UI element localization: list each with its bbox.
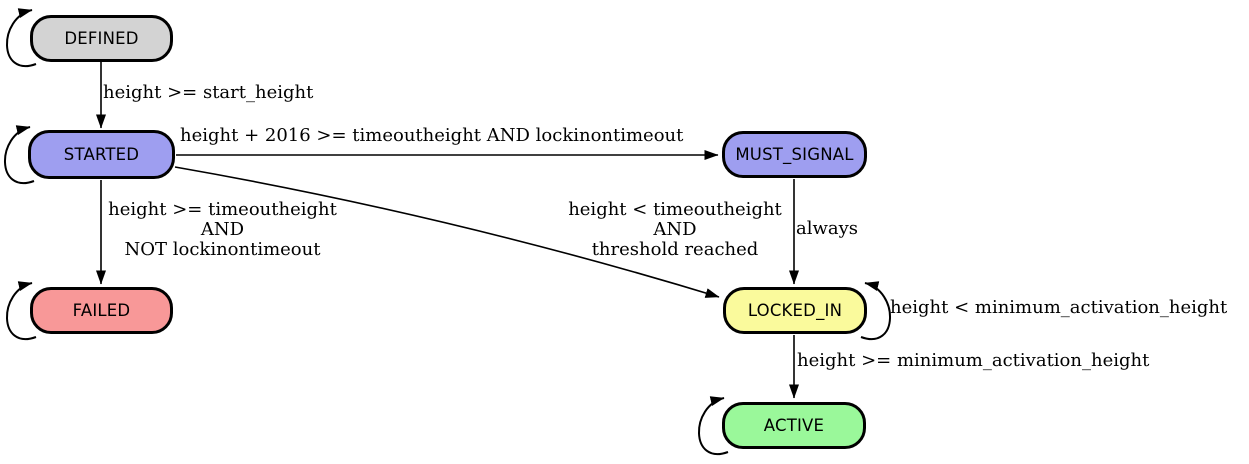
edge-label-timeout-lockin: height + 2016 >= timeoutheight AND locki… — [180, 125, 684, 146]
state-node-defined: DEFINED — [30, 15, 173, 62]
self-loop-failed — [6, 281, 37, 341]
state-node-must-signal: MUST_SIGNAL — [722, 131, 867, 178]
self-loop-defined — [6, 8, 37, 68]
edge-label-threshold-reached: height < timeoutheight AND threshold rea… — [568, 199, 782, 260]
state-label-defined: DEFINED — [64, 29, 139, 48]
state-label-failed: FAILED — [72, 301, 131, 320]
state-label-started: STARTED — [63, 145, 140, 164]
state-label-must-signal: MUST_SIGNAL — [735, 145, 854, 164]
edge-label-min-activation: height >= minimum_activation_height — [797, 350, 1150, 371]
state-node-locked-in: LOCKED_IN — [723, 287, 867, 334]
edge-label-start-height: height >= start_height — [103, 82, 314, 103]
edge-label-locked-in-self-loop: height < minimum_activation_height — [890, 297, 1228, 318]
state-label-active: ACTIVE — [763, 416, 825, 435]
state-node-started: STARTED — [28, 130, 175, 179]
self-loop-locked-in — [860, 281, 891, 341]
edge-started-to-locked-in — [174, 166, 720, 298]
state-node-failed: FAILED — [30, 287, 173, 334]
edge-label-to-failed: height >= timeoutheight AND NOT lockinon… — [108, 199, 337, 260]
edge-label-always: always — [796, 218, 859, 239]
state-label-locked-in: LOCKED_IN — [747, 301, 843, 320]
self-loop-active — [698, 396, 729, 456]
state-node-active: ACTIVE — [722, 402, 866, 449]
self-loop-started — [4, 125, 35, 185]
